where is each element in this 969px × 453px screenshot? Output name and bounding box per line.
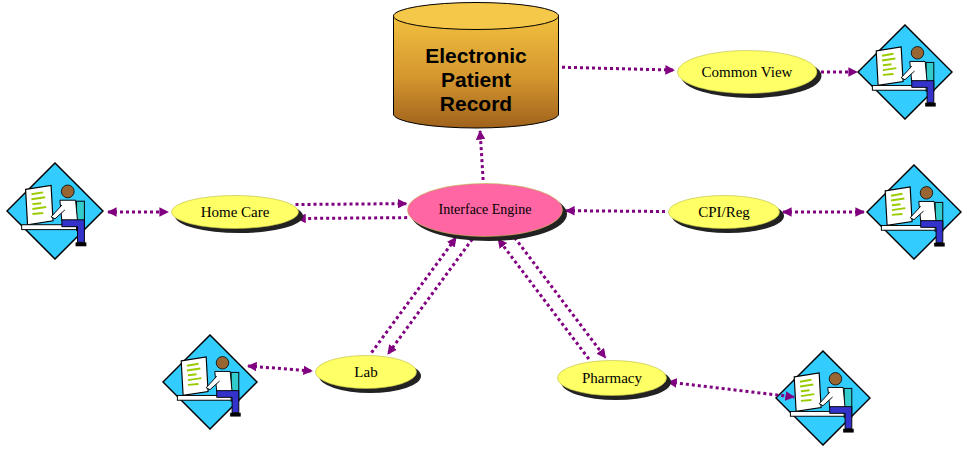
node-label: Lab <box>354 364 377 381</box>
data-flow-arrow <box>372 238 456 353</box>
system-ellipse: Lab <box>315 355 417 389</box>
ellipse-fill <box>316 356 417 389</box>
ellipse-fill <box>669 196 780 229</box>
data-flow-arrow <box>296 202 407 206</box>
ellipse-fill <box>408 184 563 237</box>
database-cylinder: Electronic Patient Record <box>393 2 559 128</box>
user-link <box>783 211 864 214</box>
system-ellipse: Pharmacy <box>557 360 667 396</box>
workstation-icon <box>7 163 103 259</box>
workstation-icon <box>163 335 257 429</box>
ellipse-fill <box>677 51 816 94</box>
node-label: Home Care <box>201 204 270 221</box>
ellipse-fill <box>172 196 299 229</box>
view-ellipse: Common View <box>677 50 817 94</box>
workstation-icon <box>858 25 952 119</box>
workstation-icon <box>867 165 961 259</box>
user-link <box>108 211 168 214</box>
data-flow-arrow <box>515 238 606 358</box>
node-label: Interface Engine <box>439 202 532 218</box>
ellipse-fill <box>558 361 667 396</box>
data-flow-arrow <box>562 67 674 70</box>
data-flow-arrow <box>566 209 665 213</box>
user-link <box>668 382 794 397</box>
workstation-icon <box>776 351 870 445</box>
system-ellipse: Home Care <box>171 195 299 229</box>
system-ellipse: CPI/Reg <box>668 195 780 229</box>
engine-ellipse: Interface Engine <box>407 183 563 237</box>
node-label: CPI/Reg <box>698 204 750 221</box>
cylinder-top <box>394 3 559 30</box>
cylinder-body <box>394 16 559 128</box>
node-label: Pharmacy <box>582 370 642 387</box>
data-flow-arrow <box>388 239 472 354</box>
node-label: Electronic Patient Record <box>425 44 527 116</box>
data-flow-arrow <box>297 216 407 220</box>
data-flow-arrow <box>498 239 589 359</box>
data-flow-arrow <box>480 131 483 180</box>
node-label: Common View <box>702 64 793 81</box>
user-link <box>248 366 312 371</box>
